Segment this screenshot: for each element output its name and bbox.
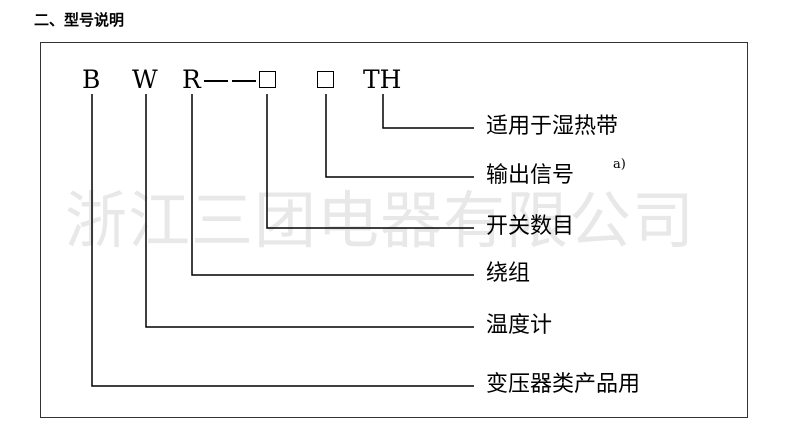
leader-line-r — [191, 94, 474, 276]
label-winding: 绕组 — [486, 261, 531, 286]
leader-line-b — [91, 94, 474, 387]
leader-line-box2 — [325, 94, 474, 178]
code-letter-r: R — [182, 65, 201, 94]
code-letter-w: W — [132, 65, 158, 94]
leader-line-box1 — [266, 94, 474, 229]
section-title: 二、型号说明 — [34, 11, 125, 29]
label-transformer-use: 变压器类产品用 — [486, 372, 641, 397]
code-dash-2 — [232, 80, 256, 82]
code-letter-th: TH — [363, 65, 402, 94]
label-switch-count: 开关数目 — [486, 214, 575, 239]
label-output-signal-note: a) — [613, 157, 626, 172]
leader-line-th — [382, 94, 474, 129]
diagram-frame — [40, 42, 748, 418]
code-dash-1 — [204, 80, 228, 82]
label-tropical: 适用于湿热带 — [486, 114, 619, 139]
label-thermometer: 温度计 — [486, 313, 553, 338]
label-output-signal: 输出信号 — [486, 163, 575, 188]
code-letter-b: B — [82, 65, 101, 94]
code-placeholder-box-1 — [259, 71, 276, 88]
code-placeholder-box-2 — [317, 71, 334, 88]
leader-line-w — [145, 94, 474, 328]
